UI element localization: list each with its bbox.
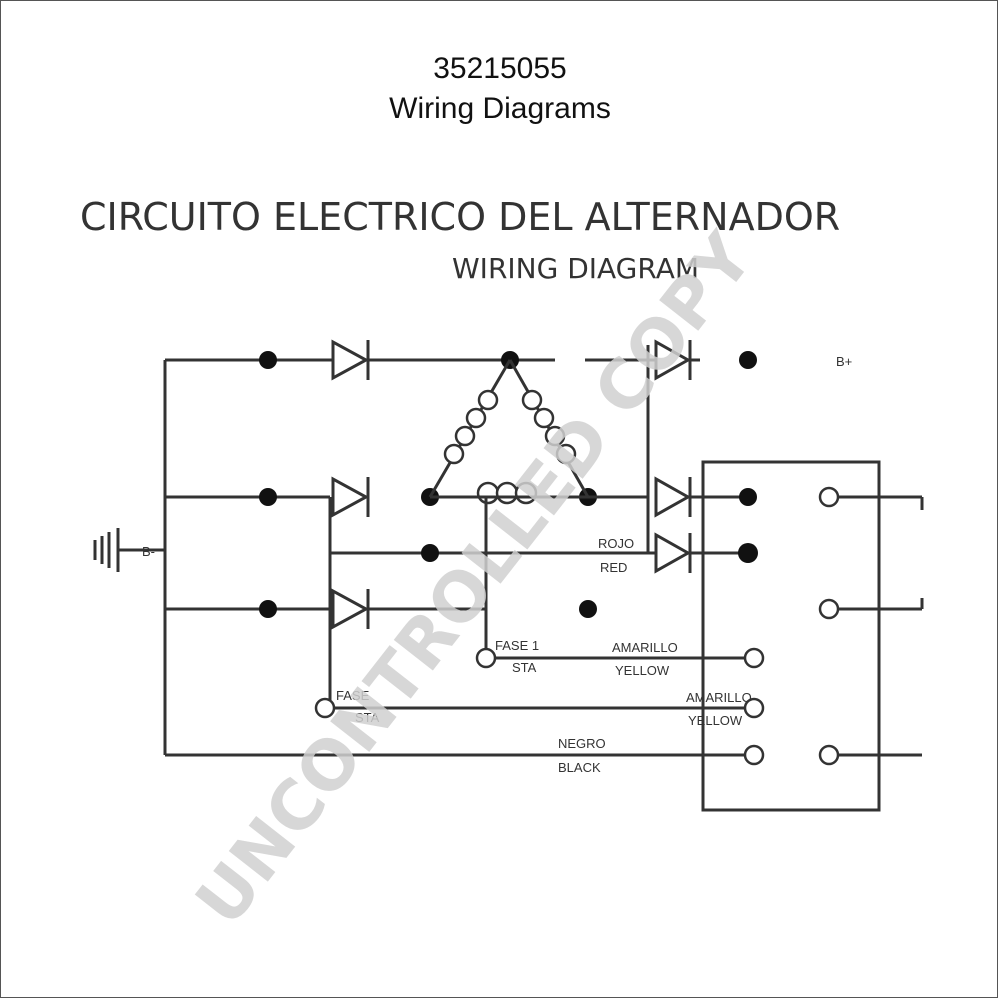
part-number: 35215055 (433, 52, 567, 85)
ground-symbol: B- (93, 528, 165, 572)
phase1-terminal (475, 647, 497, 669)
terminal-out-2 (818, 598, 840, 620)
diode-icon (654, 476, 692, 518)
negro-label: NEGRO (558, 736, 606, 751)
node-row3 (421, 544, 439, 562)
diagram-title-en: WIRING DIAGRAM (452, 252, 699, 285)
node-row4-a (259, 600, 277, 618)
ground-label: B- (142, 544, 155, 559)
connector-box (701, 460, 881, 812)
yellow-label-1: YELLOW (615, 663, 670, 678)
diode-icon (654, 339, 692, 381)
terminal-out-3 (818, 744, 840, 766)
sta-label: STA (512, 660, 537, 675)
page-subtitle: Wiring Diagrams (389, 92, 611, 125)
fase1-label: FASE 1 (495, 638, 539, 653)
amarillo-label-1: AMARILLO (612, 640, 678, 655)
diode-icon (654, 532, 692, 574)
node-row4-b (579, 600, 597, 618)
diode-icon (331, 588, 370, 630)
watermark: UNCONTROLLED COPY (181, 219, 769, 941)
terminal-out-1 (818, 486, 840, 508)
terminal-yellow-2 (743, 697, 765, 719)
red-label: RED (600, 560, 627, 575)
black-label: BLACK (558, 760, 601, 775)
node-red (738, 543, 758, 563)
node-row1-a (259, 351, 277, 369)
fase2-label: FASE (336, 688, 370, 703)
b-plus-label: B+ (836, 354, 852, 369)
diagram-title-es: CIRCUITO ELECTRICO DEL ALTERNADOR (80, 195, 840, 239)
diode-icon (331, 339, 370, 381)
sta2-label: STA (355, 710, 380, 725)
node-b-plus (739, 351, 757, 369)
rojo-label: ROJO (598, 536, 634, 551)
yellow-label-2: YELLOW (688, 713, 743, 728)
stator-winding (428, 359, 590, 505)
node-row2-out (739, 488, 757, 506)
terminal-yellow-1 (743, 647, 765, 669)
amarillo-label-2: AMARILLO (686, 690, 752, 705)
diode-icon (331, 476, 370, 518)
node-row2-a (259, 488, 277, 506)
terminal-black (743, 744, 765, 766)
